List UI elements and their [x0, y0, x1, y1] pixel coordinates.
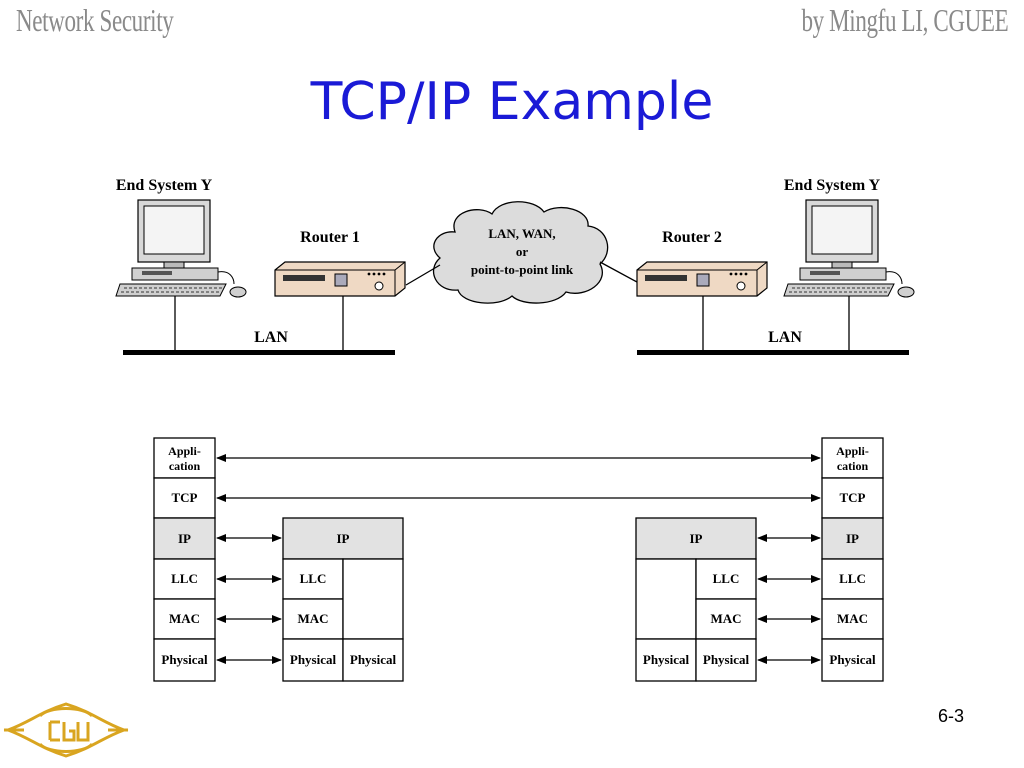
lan-left-label: LAN [254, 329, 288, 346]
stack-right-physical [821, 638, 884, 682]
stack-left-app [153, 437, 216, 479]
stack-left-mac [153, 598, 216, 640]
stack-router1-blank [342, 558, 404, 640]
stack-router1-physical-a-label: Physical [290, 652, 337, 667]
stack-left-ip [153, 517, 216, 560]
header-left: Network Security [16, 2, 174, 38]
stack-left-physical [153, 638, 216, 682]
router1-icon [274, 261, 406, 297]
router2-cloud-link [599, 261, 638, 283]
stack-router1-ip-label: IP [337, 531, 350, 546]
stack-router2-ip-label: IP [690, 531, 703, 546]
lan-right-bus [637, 350, 909, 355]
slide-title: TCP/IP Example [310, 72, 714, 132]
stack-router1-llc-label: LLC [300, 571, 327, 586]
stack-right-physical-label: Physical [829, 652, 876, 667]
cloud-label-line2: or [516, 244, 529, 259]
stack-router1-physical-b [342, 638, 404, 682]
stack-left-tcp-label: TCP [172, 490, 198, 505]
stack-right-ip [821, 517, 884, 560]
stack-router1-physical-a [282, 638, 344, 682]
cloud-label-line1: LAN, WAN, [488, 226, 555, 241]
page-number: 6-3 [937, 706, 964, 726]
stack-right-mac [821, 598, 884, 640]
cloud-icon [432, 201, 609, 304]
stack-router1-physical-b-label: Physical [350, 652, 397, 667]
stack-left-llc [153, 558, 216, 600]
stack-router2-blank [635, 558, 697, 640]
router1-label: Router 1 [300, 229, 360, 246]
stack-right-tcp [821, 477, 884, 519]
stack-left-llc-label: LLC [171, 571, 198, 586]
router1-cloud-link [405, 264, 441, 286]
end-system-left-computer-icon [115, 199, 247, 298]
stack-right-llc-label: LLC [839, 571, 866, 586]
stack-router2-ip [635, 517, 757, 560]
stack-router2-physical-b-label: Physical [703, 652, 750, 667]
header-right: by Mingfu LI, CGUEE [801, 2, 1008, 38]
stack-left-app-label2: cation [169, 459, 201, 473]
stack-left-app-label1: Appli- [168, 444, 201, 458]
stack-right-app-label1: Appli- [836, 444, 869, 458]
stack-router2-mac-label: MAC [710, 611, 741, 626]
stack-router2-physical-a-label: Physical [643, 652, 690, 667]
stack-right-app-label2: cation [837, 459, 869, 473]
end-system-right-label: End System Y [784, 177, 881, 194]
stack-router1-mac [282, 598, 344, 640]
lan-left-bus [123, 350, 395, 355]
stack-left-tcp [153, 477, 216, 519]
end-system-right-computer-icon [783, 199, 915, 298]
router2-label: Router 2 [662, 229, 722, 246]
stack-right-ip-label: IP [846, 531, 859, 546]
stack-right-mac-label: MAC [837, 611, 868, 626]
stack-router2-physical-b [695, 638, 757, 682]
university-logo-icon [3, 702, 129, 758]
stack-right-tcp-label: TCP [840, 490, 866, 505]
lan-right-label: LAN [768, 329, 802, 346]
router2-icon [636, 261, 768, 297]
stack-left-ip-label: IP [178, 531, 191, 546]
stack-router2-physical-a [635, 638, 697, 682]
stack-router1-mac-label: MAC [297, 611, 328, 626]
stack-left-physical-label: Physical [161, 652, 208, 667]
stack-router2-mac [695, 598, 757, 640]
cloud-label-line3: point-to-point link [471, 262, 574, 277]
stack-router2-llc [695, 558, 757, 600]
end-system-left-label: End System Y [116, 177, 213, 194]
stack-left-mac-label: MAC [169, 611, 200, 626]
stack-right-app [821, 437, 884, 479]
stack-router2-llc-label: LLC [713, 571, 740, 586]
